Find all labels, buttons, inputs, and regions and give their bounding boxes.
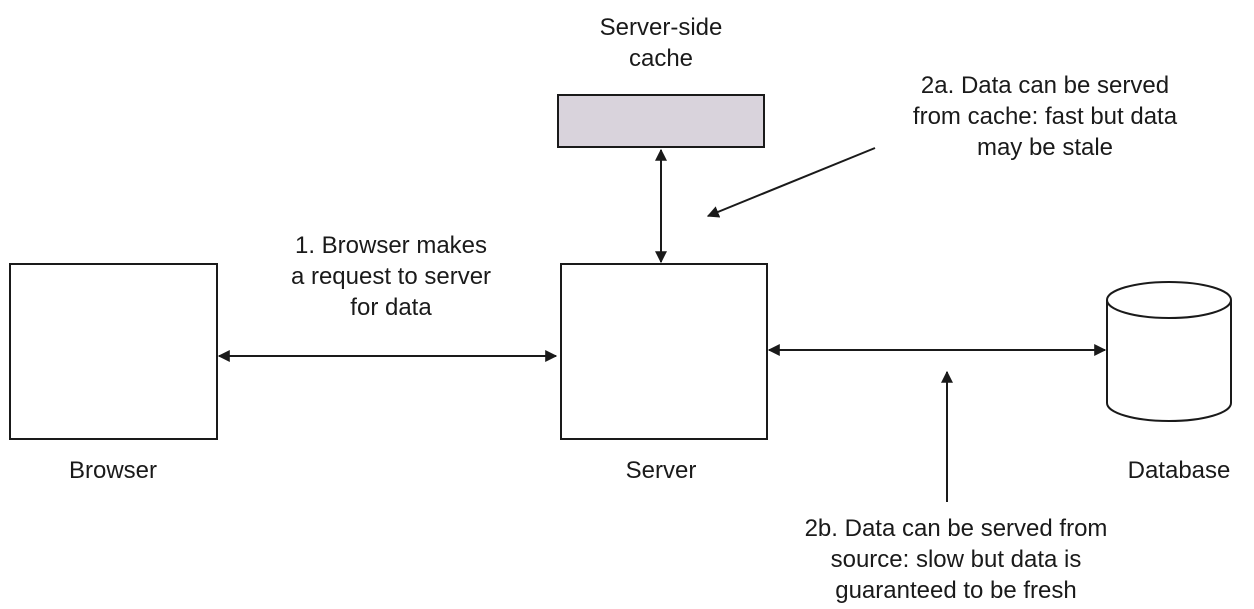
- request-annotation: 1. Browser makes a request to server for…: [246, 230, 536, 323]
- server-label: Server: [625, 457, 697, 484]
- request-annotation-line: 1. Browser makes: [294, 232, 488, 259]
- database-cylinder: [1106, 281, 1232, 422]
- from-cache-pointer: [706, 147, 876, 218]
- from-source-annotation: 2b. Data can be served from source: slow…: [766, 513, 1146, 606]
- cache-label-line: Server-side: [599, 14, 723, 41]
- from-source-annotation-line: guaranteed to be fresh: [835, 577, 1077, 604]
- browser-box: [9, 263, 218, 440]
- browser-label: Browser: [68, 457, 158, 484]
- from-cache-annotation-line: may be stale: [976, 134, 1114, 161]
- from-cache-annotation-line: from cache: fast but data: [912, 103, 1178, 130]
- request-annotation-line: for data: [350, 294, 432, 321]
- database-label: Database: [1127, 457, 1231, 484]
- from-source-annotation-line: 2b. Data can be served from: [804, 515, 1108, 542]
- from-cache-annotation: 2a. Data can be served from cache: fast …: [880, 70, 1210, 163]
- cache-label: Server-side cache: [541, 12, 781, 74]
- request-annotation-line: a request to server: [290, 263, 492, 290]
- from-cache-annotation-line: 2a. Data can be served: [920, 72, 1170, 99]
- cache-label-line: cache: [628, 45, 694, 72]
- server-box: [560, 263, 768, 440]
- from-source-annotation-line: source: slow but data is: [830, 546, 1082, 573]
- cache-box: [557, 94, 765, 148]
